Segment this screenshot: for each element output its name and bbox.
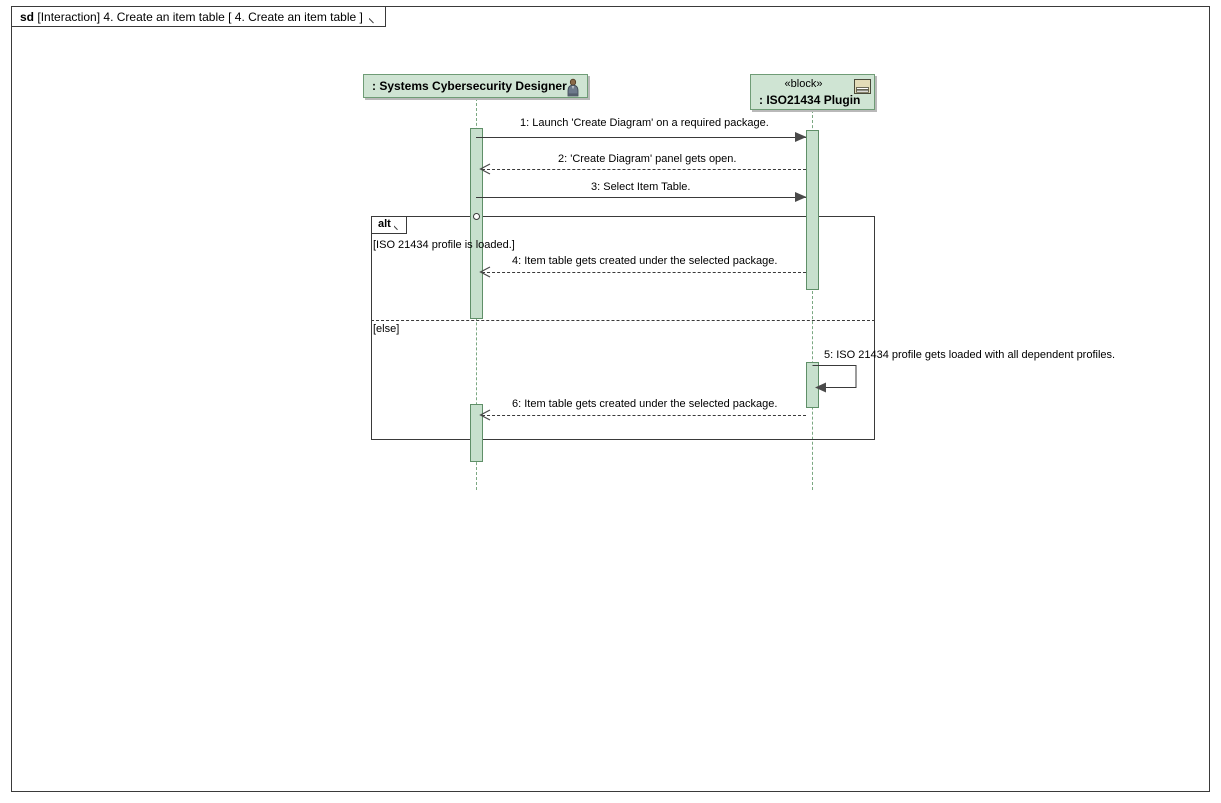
message-4-arrowhead-icon [479, 266, 491, 278]
message-2-arrowhead-icon [479, 163, 491, 175]
message-4-label: 4: Item table gets created under the sel… [512, 255, 778, 267]
frame-label-keyword: sd [20, 10, 35, 24]
interaction-frame-label: sd [Interaction] 4. Create an item table… [11, 6, 386, 27]
fragment-operand-divider [371, 320, 875, 321]
activation-plugin-2[interactable] [806, 362, 819, 408]
message-6-label: 6: Item table gets created under the sel… [512, 398, 778, 410]
message-1-line [476, 137, 806, 138]
sysml-block-icon [854, 79, 871, 94]
activation-plugin-1[interactable] [806, 130, 819, 290]
lifeline-head-actor[interactable]: : Systems Cybersecurity Designer [363, 74, 588, 98]
lifeline-name-actor: : Systems Cybersecurity Designer [372, 79, 567, 93]
lifeline-stereotype-plugin: «block» [784, 78, 823, 90]
message-4-line [482, 272, 806, 273]
message-3-label: 3: Select Item Table. [591, 181, 691, 193]
lifeline-line-plugin [812, 110, 813, 490]
activation-actor-2[interactable] [470, 404, 483, 462]
frame-tab-notch-icon [369, 7, 385, 28]
message-3-arrowhead-icon [795, 192, 807, 202]
fragment-guard-1: [ISO 21434 profile is loaded.] [373, 239, 515, 251]
message-1-label: 1: Launch 'Create Diagram' on a required… [520, 117, 769, 129]
frame-label-text: [Interaction] 4. Create an item table [ … [37, 10, 363, 24]
message-2-line [482, 169, 806, 170]
message-6-arrowhead-icon [479, 409, 491, 421]
message-2-label: 2: 'Create Diagram' panel gets open. [558, 153, 737, 165]
actor-person-icon [567, 78, 579, 97]
lifeline-name-plugin: : ISO21434 Plugin [759, 93, 861, 107]
message-6-line [482, 415, 806, 416]
fragment-gate-circle-icon [473, 213, 480, 220]
combined-fragment-alt[interactable] [371, 216, 875, 440]
message-5-label: 5: ISO 21434 profile gets loaded with al… [824, 349, 1116, 361]
fragment-guard-2: [else] [373, 323, 400, 335]
message-5-arrowhead-icon [815, 382, 826, 393]
message-1-arrowhead-icon [795, 132, 807, 142]
fragment-operator-text: alt [378, 218, 391, 230]
activation-actor-1[interactable] [470, 128, 483, 319]
message-3-line [476, 197, 806, 198]
fragment-operator-label: alt [371, 216, 407, 234]
fragment-tab-notch-icon [394, 217, 406, 233]
lifeline-head-plugin[interactable]: «block» : ISO21434 Plugin [750, 74, 875, 110]
message-5-self-loop [812, 365, 857, 388]
